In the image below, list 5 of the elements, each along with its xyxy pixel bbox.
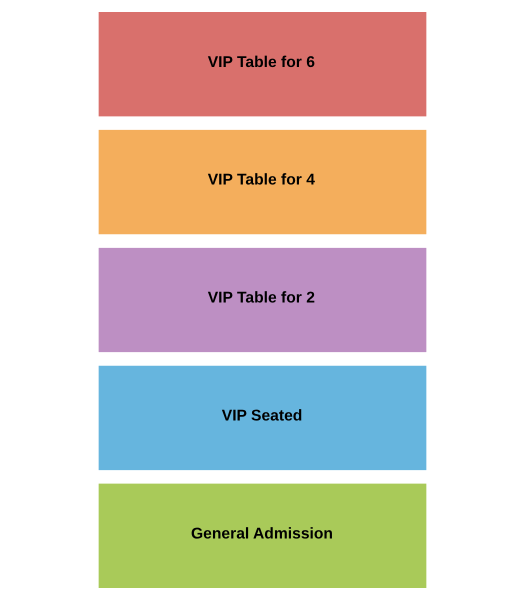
- node-box: VIP Table for 6: [98, 12, 426, 116]
- node-box: VIP Seated: [98, 366, 426, 470]
- node-box: VIP Table for 4: [98, 130, 426, 234]
- node-box: VIP Table for 2: [98, 248, 426, 352]
- node-box: General Admission: [98, 484, 426, 588]
